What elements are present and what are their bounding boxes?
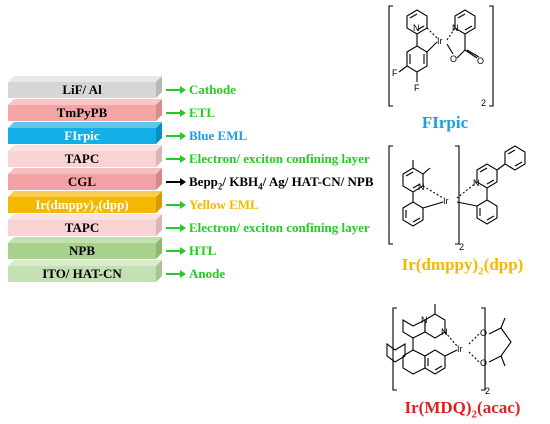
layer-front-face (8, 220, 156, 236)
firpic-n2-label: N (452, 23, 459, 33)
compound-name-ir-dmppy-dpp: Ir(dmppy)2(dpp) (401, 255, 524, 278)
annotation-arrow-head (180, 270, 186, 278)
layer-side-face (156, 122, 162, 144)
layer-top-face (8, 145, 162, 151)
layer-label: TAPC (64, 151, 100, 166)
layer-side-face (156, 214, 162, 236)
layer-label: NPB (69, 243, 95, 258)
layer-side-face (156, 237, 162, 259)
mdq-subscript: 2 (485, 386, 490, 396)
annotation-arrow-head (180, 109, 186, 117)
layer-front-face (8, 151, 156, 167)
annotation-arrow-head (180, 247, 186, 255)
layer-label: LiF/ Al (62, 82, 102, 97)
layer-side-face (156, 145, 162, 167)
annotation-arrow-head (180, 132, 186, 140)
layer-label: TAPC (64, 220, 100, 235)
layer-top-face (8, 168, 162, 174)
firpic-f2-label: F (414, 83, 420, 93)
layer-label: TmPyPB (56, 105, 108, 120)
layer-side-face (156, 76, 162, 98)
layer-annotation: ETL (189, 105, 216, 120)
dmppy-n-label: N (418, 182, 425, 192)
annotation-arrow-head (180, 178, 186, 186)
layer-front-face (8, 197, 156, 213)
layer-front-face (8, 266, 156, 282)
mdq-o2-label: O (480, 358, 487, 368)
mdq-n2-label: N (441, 327, 448, 337)
firpic-structure: N Ir N F F O O 2 (388, 5, 494, 108)
layer-side-face (156, 168, 162, 190)
dpp-n-label: N (473, 178, 480, 188)
layer-side-face (156, 191, 162, 213)
device-stack (8, 76, 186, 282)
firpic-o2-label: O (477, 56, 484, 66)
layer-top-face (8, 99, 162, 105)
layer-side-face (156, 99, 162, 121)
mdq-n1-label: N (421, 315, 428, 325)
layer-annotation: Bepp2/ KBH4/ Ag/ HAT-CN/ NPB (189, 174, 374, 192)
layer-top-face (8, 76, 162, 82)
layer-top-face (8, 214, 162, 220)
layer-top-face (8, 260, 162, 266)
layer-label: CGL (67, 174, 97, 189)
layer-annotation: HTL (189, 243, 217, 258)
layer-annotation: Electron/ exciton confining layer (189, 220, 370, 235)
annotation-arrow-head (180, 201, 186, 209)
compound-name-ir-mdq-acac: Ir(MDQ)2(acac) (404, 398, 521, 421)
firpic-n-label: N (413, 23, 420, 33)
layer-annotation: Blue EML (189, 128, 248, 143)
firpic-subscript: 2 (481, 98, 486, 108)
layer-label: Ir(dmppy)2(dpp) (35, 197, 129, 215)
mdq-ir-label: Ir (457, 344, 463, 354)
firpic-ir-label: Ir (437, 36, 443, 46)
layer-annotation: Cathode (189, 82, 236, 97)
ir-dmppy-dpp-structure: N Ir N 2 (388, 145, 526, 252)
layer-label: FIrpic (64, 128, 100, 143)
layer-front-face (8, 174, 156, 190)
dmppy-subscript: 2 (459, 242, 464, 252)
firpic-f1-label: F (392, 68, 398, 78)
mdq-o1-label: O (480, 328, 487, 338)
ir-mdq-acac-structure: N N Ir O O 2 (386, 304, 512, 396)
layer-front-face (8, 243, 156, 259)
compound-name-firpic: FIrpic (421, 113, 469, 132)
dmppy-ir-label: Ir (443, 196, 449, 206)
layer-top-face (8, 237, 162, 243)
layer-front-face (8, 128, 156, 144)
firpic-o1-label: O (450, 54, 457, 64)
layer-annotation: Yellow EML (189, 197, 259, 212)
annotation-arrow-head (180, 224, 186, 232)
layer-top-face (8, 122, 162, 128)
layer-side-face (156, 260, 162, 282)
layer-top-face (8, 191, 162, 197)
layer-annotation: Anode (189, 266, 226, 281)
layer-front-face (8, 105, 156, 121)
layer-front-face (8, 82, 156, 98)
layer-label: ITO/ HAT-CN (42, 266, 122, 281)
layer-annotation: Electron/ exciton confining layer (189, 151, 370, 166)
annotation-arrow-head (180, 86, 186, 94)
annotation-arrow-head (180, 155, 186, 163)
